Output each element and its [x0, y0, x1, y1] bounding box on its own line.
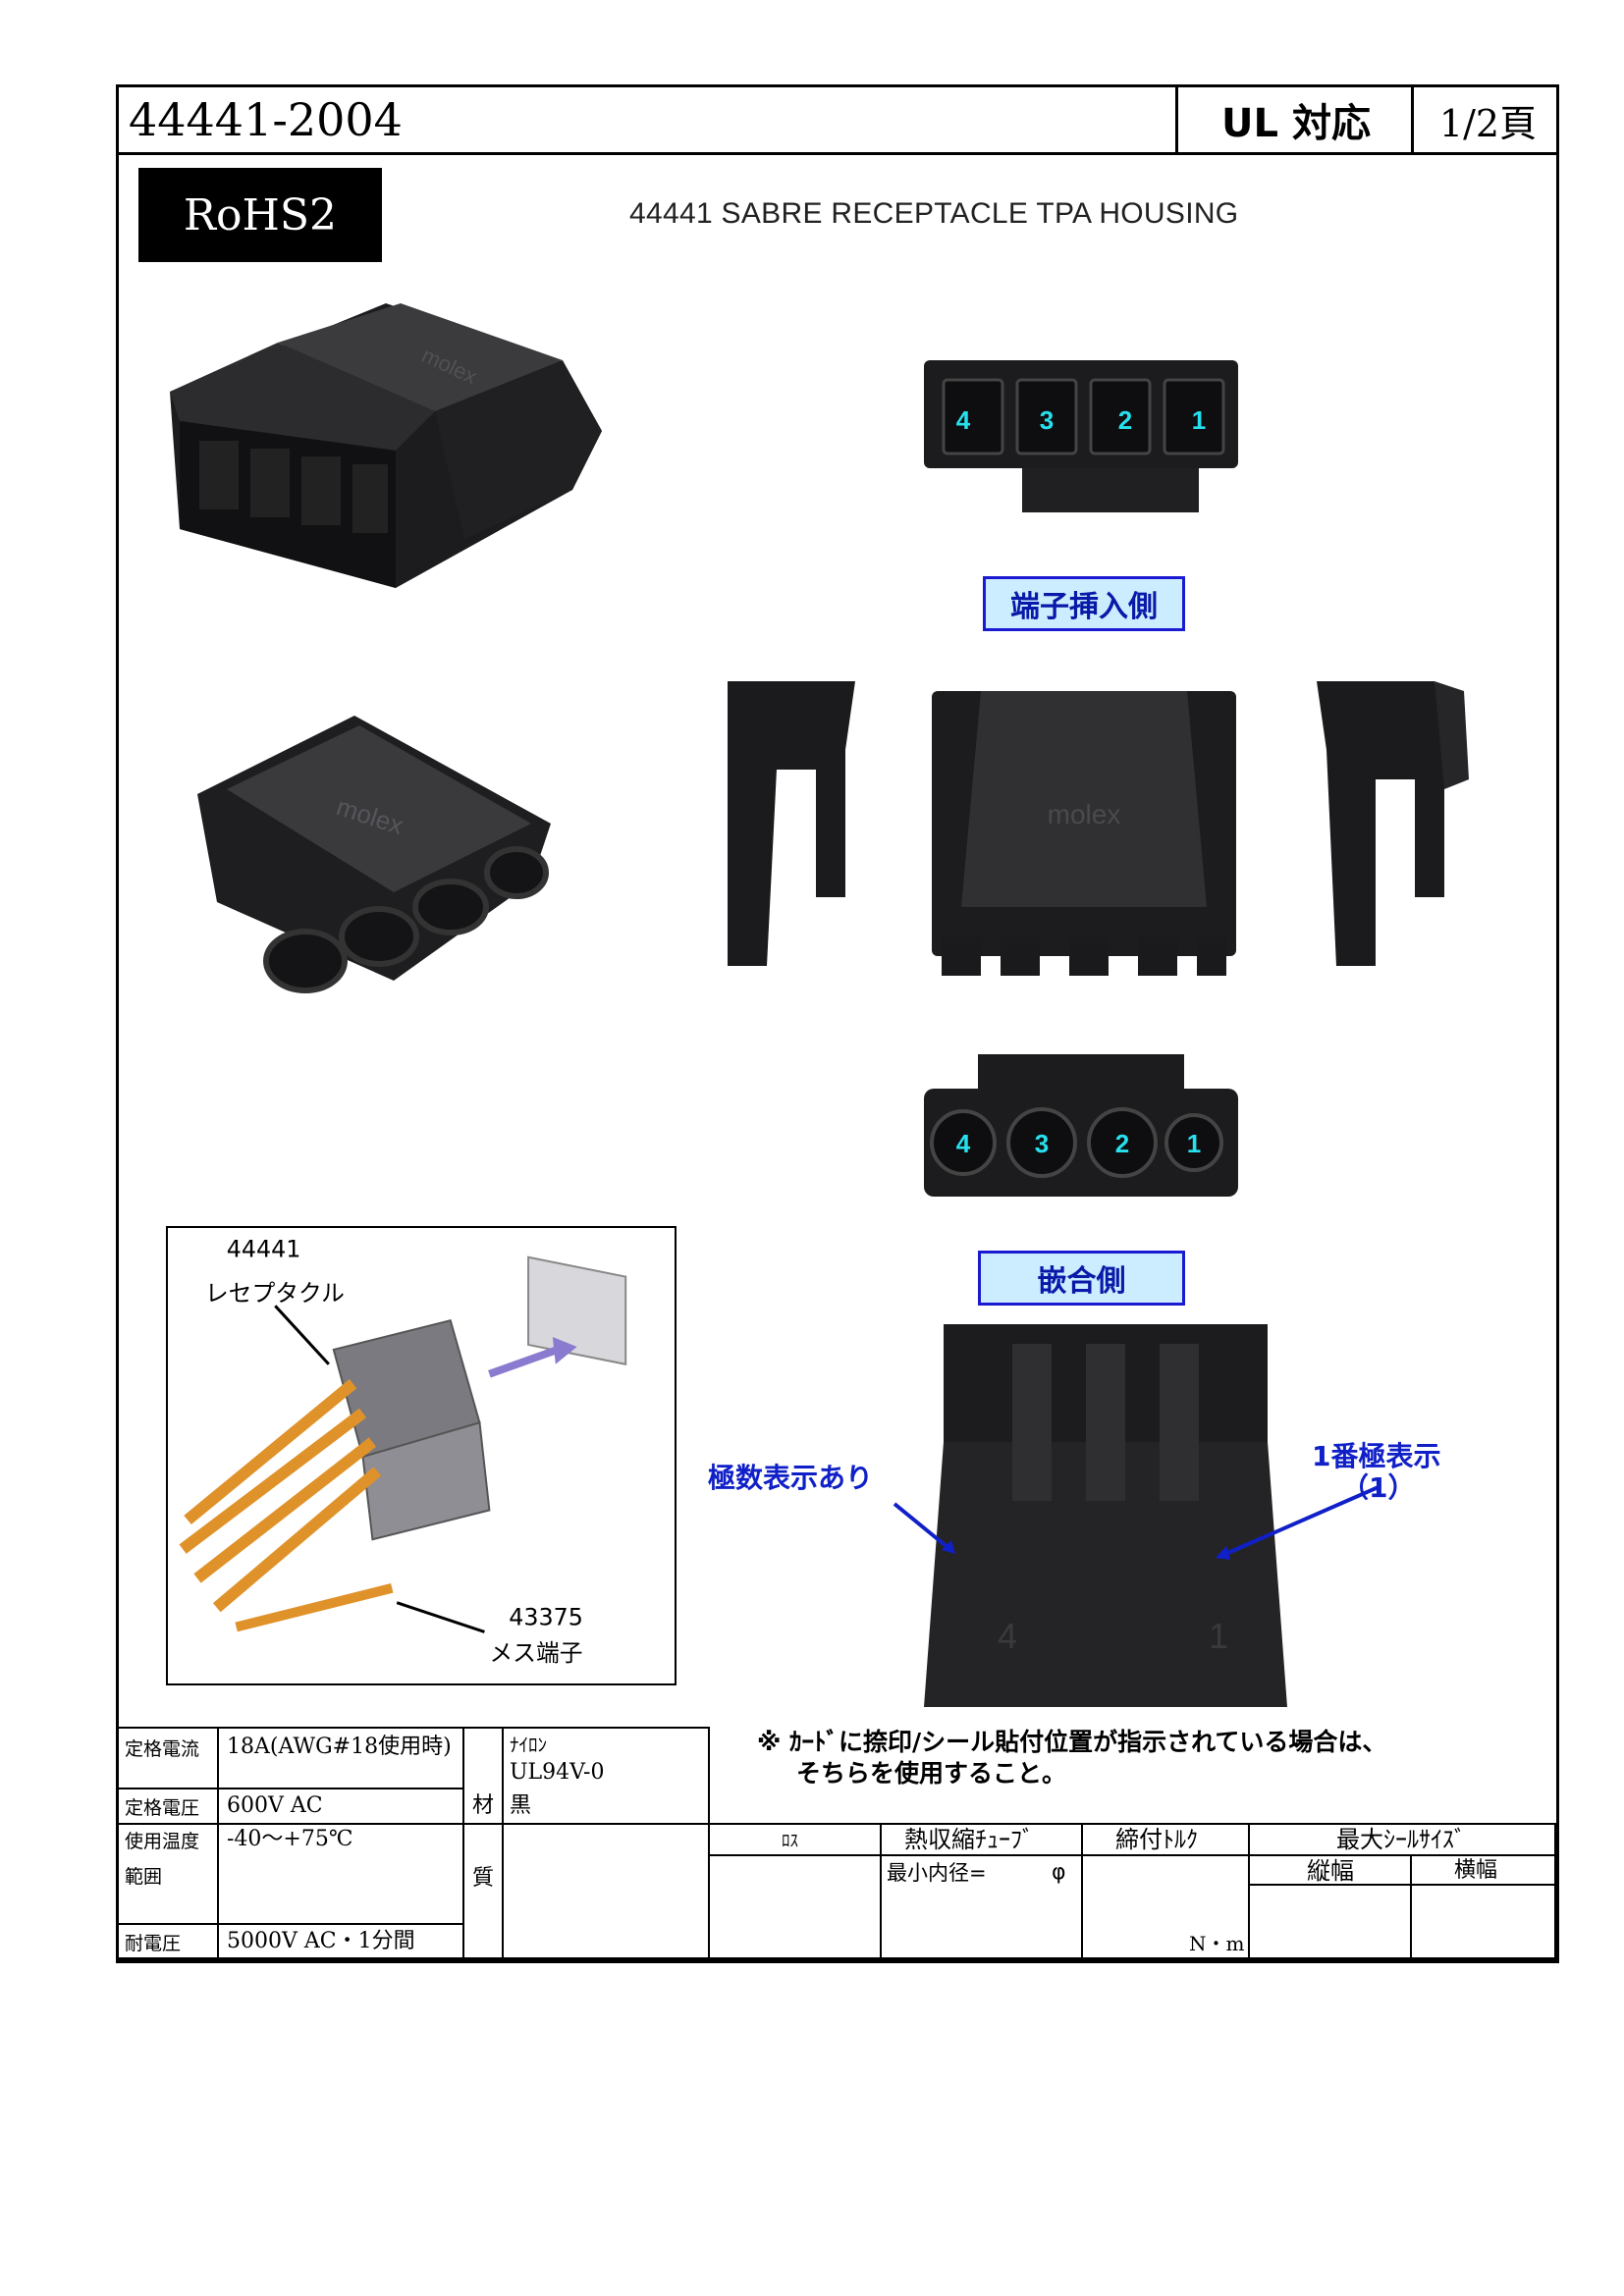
- withstand-voltage-label: 耐電圧: [125, 1933, 182, 1954]
- material-name: ﾅｲﾛﾝ: [510, 1735, 548, 1756]
- assembly-illustration: 44441 レセプタクル 43375 メス端子: [166, 1226, 677, 1685]
- title-row: 44441-2004 UL 対応 1/2頁: [119, 87, 1556, 155]
- housing-top-view: molex: [912, 671, 1256, 995]
- ul-compliance-label: UL 対応: [1175, 87, 1414, 152]
- note-arrows: [893, 1484, 1381, 1560]
- product-subtitle: 44441 SABRE RECEPTACLE TPA HOUSING: [629, 197, 1239, 230]
- rated-current-label: 定格電流: [125, 1738, 200, 1760]
- pole1-note-line2: （1）: [1341, 1471, 1416, 1504]
- max-seal-size-header: 最大ｼｰﾙｻｲｽﾞ: [1336, 1826, 1466, 1853]
- housing-side-right: [1297, 671, 1513, 976]
- rohs-badge: RoHS2: [138, 168, 382, 262]
- housing-side-left: [669, 671, 875, 976]
- terminal-side-caption: 端子挿入側: [983, 576, 1185, 631]
- seal-width-header: 横幅: [1454, 1858, 1498, 1883]
- pole-count-note: 極数表示あり: [708, 1462, 874, 1494]
- mating-side-caption: 嵌合側: [978, 1251, 1185, 1306]
- temp-range-label-1: 使用温度: [125, 1831, 200, 1852]
- terminal-side-view: 4 3 2 1: [904, 341, 1258, 547]
- phi-symbol: φ: [1052, 1860, 1066, 1885]
- withstand-voltage-value: 5000V AC・1分間: [227, 1929, 415, 1953]
- torque-header: 締付ﾄﾙｸ: [1115, 1826, 1198, 1853]
- part-label: 44441: [227, 1236, 301, 1263]
- pin-label: 2: [1118, 405, 1132, 435]
- housing-photo-front-iso: molex: [140, 284, 651, 598]
- pin-label: 1: [1187, 1129, 1201, 1158]
- receptacle-label: レセプタクル: [205, 1279, 345, 1307]
- female-terminal-label: メス端子: [489, 1639, 582, 1667]
- pin-label: 4: [956, 1129, 971, 1158]
- bottom-rule: [119, 1957, 1556, 1961]
- seal-height-header: 縦幅: [1307, 1857, 1354, 1885]
- material-color: 黒: [510, 1793, 532, 1818]
- terminal-part-label: 43375: [509, 1604, 583, 1631]
- material-grade: UL94V-0: [510, 1760, 605, 1785]
- pin-label: 3: [1040, 405, 1054, 435]
- temp-range-label-2: 範囲: [125, 1866, 163, 1888]
- spec-table: 定格電流 18A(AWG#18使用時) 定格電圧 600V AC 使用温度 範囲…: [119, 1727, 1556, 1960]
- pole1-note-line1: 1番極表示: [1312, 1440, 1441, 1472]
- notice-line-1: ※ ｶｰﾄﾞに捺印/シール貼付位置が指示されている場合は、: [757, 1728, 1387, 1756]
- material-label-2: 質: [472, 1866, 495, 1891]
- rated-voltage-value: 600V AC: [227, 1793, 323, 1818]
- notice-line-2: そちらを使用すること。: [796, 1759, 1067, 1788]
- page-indicator: 1/2頁: [1411, 87, 1562, 152]
- pole-mark-4: 4: [998, 1616, 1017, 1656]
- pole-marking-view: 4 1: [904, 1314, 1297, 1727]
- drawing-sheet: 44441-2004 UL 対応 1/2頁 RoHS2 44441 SABRE …: [116, 84, 1559, 1963]
- marking-notice: ※ ｶｰﾄﾞに捺印/シール貼付位置が指示されている場合は、 そちらを使用すること…: [757, 1727, 1386, 1789]
- pin-label: 1: [1192, 405, 1206, 435]
- part-number: 44441-2004: [129, 93, 403, 146]
- pin-label: 4: [956, 405, 971, 435]
- lot-header: ﾛｽ: [782, 1832, 798, 1851]
- heat-shrink-header: 熱収縮ﾁｭｰﾌﾞ: [904, 1826, 1034, 1853]
- mating-side-view: 4 3 2 1: [904, 1044, 1258, 1241]
- pin-label: 2: [1115, 1129, 1129, 1158]
- heat-shrink-min-diameter: 最小内径=: [887, 1861, 987, 1885]
- rated-voltage-label: 定格電圧: [125, 1797, 200, 1819]
- rated-current-value: 18A(AWG#18使用時): [227, 1735, 452, 1759]
- temp-range-value: -40～+75℃: [227, 1827, 353, 1851]
- pole-mark-1: 1: [1209, 1616, 1228, 1656]
- svg-text:molex: molex: [1048, 799, 1121, 829]
- pin-label: 3: [1035, 1129, 1049, 1158]
- material-label-1: 材: [472, 1793, 495, 1818]
- torque-unit: N・m: [1189, 1932, 1245, 1955]
- housing-photo-rear-iso: molex: [158, 696, 649, 1030]
